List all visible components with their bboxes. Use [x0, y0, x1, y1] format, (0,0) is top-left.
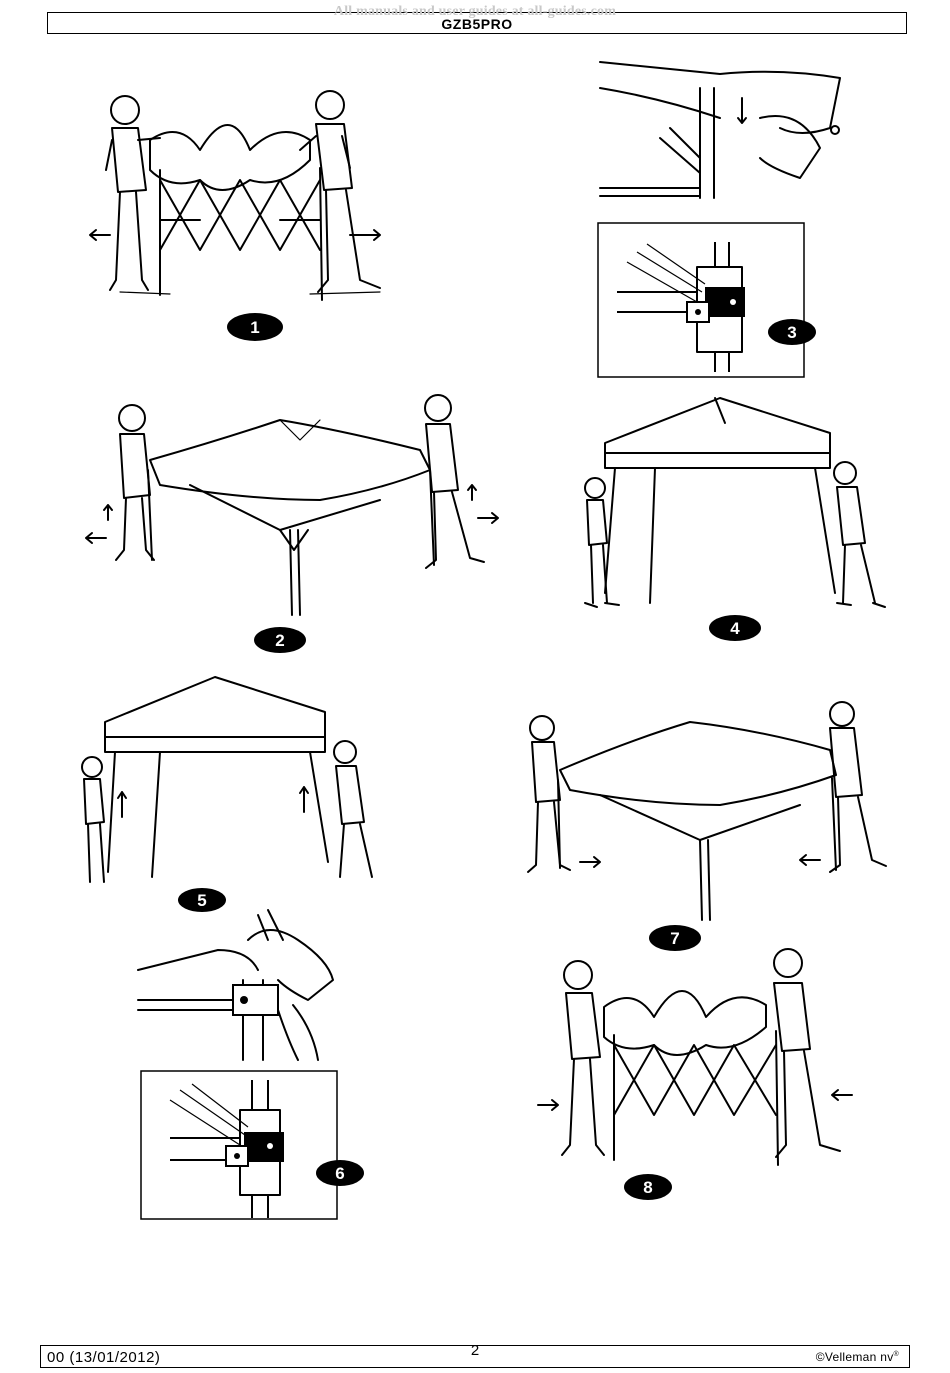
- illustration-step-6-hand: [137, 909, 334, 1061]
- page-footer: 00 (13/01/2012) 2 ©Velleman nv®: [40, 1342, 910, 1368]
- step-number-3: 3: [787, 323, 796, 342]
- step-number-7: 7: [670, 929, 679, 948]
- step-number-5: 5: [197, 891, 206, 910]
- illustration-step-8: 8: [537, 948, 853, 1200]
- step-number-1: 1: [250, 318, 259, 337]
- copyright-text: ©Velleman nv: [815, 1350, 894, 1364]
- step-number-6: 6: [335, 1164, 344, 1183]
- illustration-step-7: 7: [527, 701, 887, 951]
- illustration-step-3-detail: 3: [597, 222, 816, 378]
- step-number-4: 4: [730, 619, 740, 638]
- illustration-step-5: 5: [81, 676, 373, 912]
- step-number-2: 2: [275, 631, 284, 650]
- step-number-8: 8: [643, 1178, 652, 1197]
- illustration-step-4: 4: [584, 397, 886, 641]
- page-number: 2: [470, 1342, 480, 1359]
- illustration-step-1: 1: [89, 90, 381, 341]
- illustration-step-6-detail: 6: [140, 1070, 364, 1220]
- registered-mark: ®: [893, 1351, 899, 1358]
- watermark: All manuals and user guides at all-guide…: [333, 4, 617, 19]
- model-title: GZB5PRO: [441, 16, 513, 32]
- illustration-step-3-corner: [599, 61, 841, 199]
- page-header: GZB5PRO: [47, 12, 907, 34]
- copyright: ©Velleman nv®: [816, 1350, 899, 1364]
- illustration-step-2: 2: [85, 394, 499, 653]
- version-date: 00 (13/01/2012): [47, 1349, 161, 1366]
